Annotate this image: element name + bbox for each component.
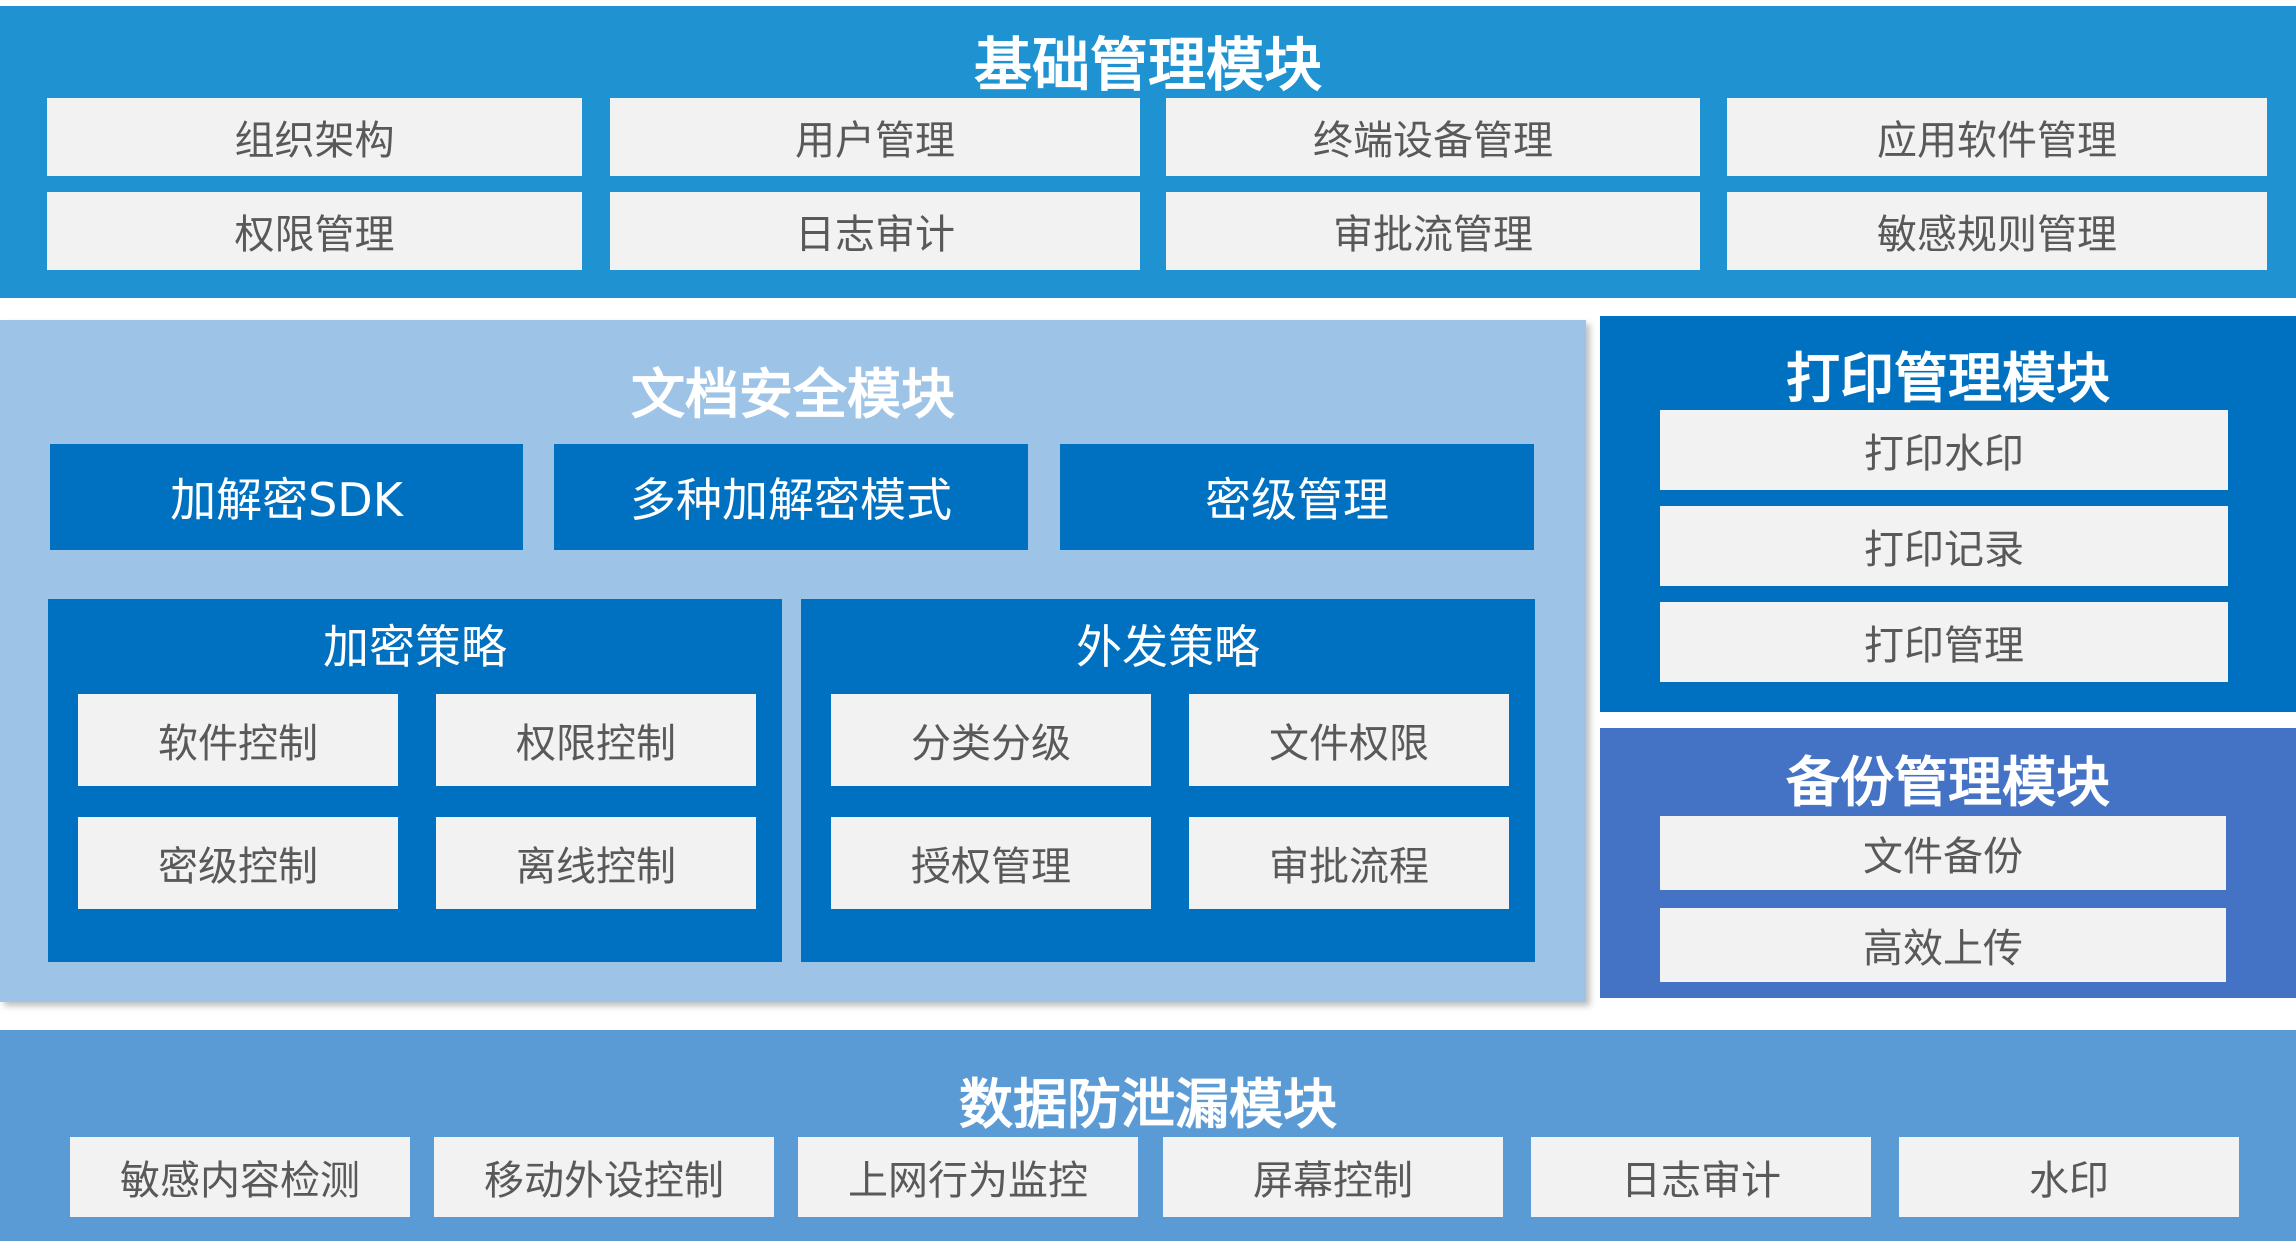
- outgoing-item-authorization: 授权管理: [831, 817, 1151, 909]
- encryption-policy-title: 加密策略: [323, 620, 507, 674]
- dlp-title: 数据防泄漏模块: [959, 1073, 1337, 1136]
- dlp-item-peripheral-control: 移动外设控制: [434, 1137, 774, 1217]
- dlp-item-screen-control: 屏幕控制: [1163, 1137, 1503, 1217]
- print-item-records: 打印记录: [1660, 506, 2228, 586]
- print-item-management: 打印管理: [1660, 602, 2228, 682]
- outgoing-item-classification: 分类分级: [831, 694, 1151, 786]
- basic-item-org: 组织架构: [47, 98, 582, 176]
- document-security-title: 文档安全模块: [631, 363, 955, 426]
- dlp-item-watermark: 水印: [1899, 1137, 2239, 1217]
- basic-item-devices: 终端设备管理: [1166, 98, 1700, 176]
- backup-item-upload: 高效上传: [1660, 908, 2226, 982]
- outgoing-policy-panel: 外发策略 分类分级 文件权限 授权管理 审批流程: [801, 599, 1535, 962]
- basic-management-title: 基础管理模块: [973, 31, 1322, 99]
- encrypt-item-software: 软件控制: [78, 694, 398, 786]
- outgoing-policy-title: 外发策略: [1076, 620, 1260, 674]
- doc-item-modes: 多种加解密模式: [554, 444, 1028, 550]
- basic-item-approval-flow: 审批流管理: [1166, 192, 1700, 270]
- basic-item-logs: 日志审计: [610, 192, 1140, 270]
- encrypt-item-level: 密级控制: [78, 817, 398, 909]
- basic-management-panel: 基础管理模块 组织架构 用户管理 终端设备管理 应用软件管理 权限管理 日志审计…: [0, 6, 2296, 298]
- backup-management-title: 备份管理模块: [1786, 751, 2110, 814]
- outgoing-item-approval: 审批流程: [1189, 817, 1509, 909]
- doc-item-classification: 密级管理: [1060, 444, 1534, 550]
- outgoing-item-file-permission: 文件权限: [1189, 694, 1509, 786]
- encrypt-item-offline: 离线控制: [436, 817, 756, 909]
- basic-item-permissions: 权限管理: [47, 192, 582, 270]
- print-item-watermark: 打印水印: [1660, 410, 2228, 490]
- backup-management-panel: 备份管理模块 文件备份 高效上传: [1600, 728, 2296, 998]
- backup-item-file-backup: 文件备份: [1660, 816, 2226, 890]
- basic-item-apps: 应用软件管理: [1727, 98, 2267, 176]
- encryption-policy-panel: 加密策略 软件控制 权限控制 密级控制 离线控制: [48, 599, 782, 962]
- document-security-panel: 文档安全模块 加解密SDK 多种加解密模式 密级管理 加密策略 软件控制 权限控…: [0, 320, 1586, 1002]
- print-management-title: 打印管理模块: [1786, 347, 2110, 410]
- encrypt-item-permission: 权限控制: [436, 694, 756, 786]
- dlp-item-content-detection: 敏感内容检测: [70, 1137, 410, 1217]
- print-management-panel: 打印管理模块 打印水印 打印记录 打印管理: [1600, 316, 2296, 712]
- dlp-item-web-monitoring: 上网行为监控: [798, 1137, 1138, 1217]
- basic-item-sensitive-rules: 敏感规则管理: [1727, 192, 2267, 270]
- doc-item-sdk: 加解密SDK: [50, 444, 523, 550]
- dlp-item-log-audit: 日志审计: [1531, 1137, 1871, 1217]
- basic-item-users: 用户管理: [610, 98, 1140, 176]
- dlp-panel: 数据防泄漏模块 敏感内容检测 移动外设控制 上网行为监控 屏幕控制 日志审计 水…: [0, 1030, 2296, 1241]
